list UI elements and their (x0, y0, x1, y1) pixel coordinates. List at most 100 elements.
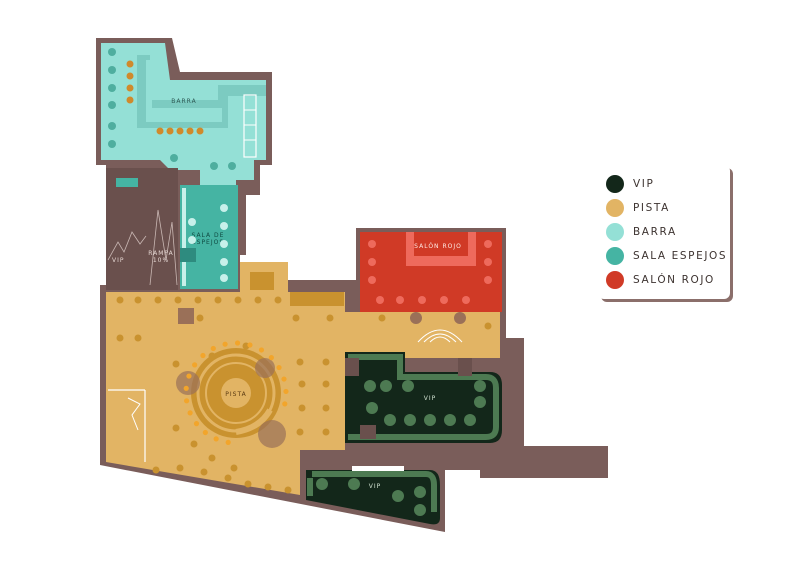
pista-table (208, 454, 216, 462)
pista-table (322, 380, 330, 388)
espejos-table (220, 222, 228, 230)
salon-rojo-table (410, 312, 422, 324)
pista-ring-seat (247, 342, 253, 348)
barra-stool (126, 84, 134, 92)
pista-table (230, 464, 238, 472)
pista-table (298, 380, 306, 388)
salon-rojo-seat (376, 296, 384, 304)
salon-rojo-seat (484, 276, 492, 284)
pista-table (190, 440, 198, 448)
pista-table (296, 428, 304, 436)
pista-table (134, 334, 142, 342)
pista-ring-seat (258, 347, 265, 353)
label-barra: BARRA (171, 98, 196, 105)
pista-table (322, 358, 330, 366)
pista-ring-seat (276, 364, 282, 371)
barra-table (108, 122, 116, 130)
espejos-table (188, 218, 196, 226)
label-vip-bottom: VIP (369, 483, 382, 490)
pista-table (322, 404, 330, 412)
seating (108, 48, 492, 516)
legend-swatch-vip (606, 175, 624, 193)
pista-ring-seat (184, 398, 190, 404)
barra-stool (176, 127, 184, 135)
pista-table (234, 296, 242, 304)
pista-table (214, 296, 222, 304)
pista-ring-seat (187, 410, 193, 416)
vip-bottom-seat (414, 486, 426, 498)
vip-bottom-seat (348, 478, 360, 490)
label-rampa-line2: 10% (153, 257, 169, 264)
legend-item-vip: VIP (606, 174, 654, 194)
vip-center-seat (402, 380, 414, 392)
pista-ring-seat (183, 385, 189, 391)
pista-table (484, 322, 492, 330)
pista-table (174, 296, 182, 304)
pista-table (274, 296, 282, 304)
salon-rojo-seat (484, 258, 492, 266)
salon-rojo-seat (440, 296, 448, 304)
pista-table (254, 296, 262, 304)
label-vip-left: VIP (112, 257, 125, 264)
pista-table (176, 464, 184, 472)
area-pista (106, 262, 500, 495)
legend-item-pista: PISTA (606, 198, 670, 218)
pista-ring-seat (210, 345, 216, 352)
salon-rojo-seat (484, 240, 492, 248)
salon-rojo-seat (462, 296, 470, 304)
label-sala-espejos-line1: SALA DE (192, 232, 225, 239)
pista-table (298, 404, 306, 412)
salon-rojo-seat (368, 258, 376, 266)
espejos-table (220, 240, 228, 248)
vip-center-seat (380, 380, 392, 392)
barra-table (210, 162, 218, 170)
barra-stool (166, 127, 174, 135)
pista-table (172, 360, 180, 368)
pista-table (116, 296, 124, 304)
pista-table (224, 474, 232, 482)
pista-dance-floor: PISTA (176, 348, 286, 448)
barra-stool (196, 127, 204, 135)
pista-table (284, 486, 292, 494)
salon-rojo-seat (418, 296, 426, 304)
area-sala-espejos: SALA DE ESPEJOS (180, 185, 238, 289)
pista-table (134, 296, 142, 304)
barra-stool (126, 96, 134, 104)
legend-label-pista: PISTA (633, 202, 670, 214)
vip-bottom-seat (414, 504, 426, 516)
pista-table (322, 428, 330, 436)
barra-table (108, 84, 116, 92)
label-sala-espejos-line2: ESPEJOS (192, 239, 224, 246)
espejos-table (220, 204, 228, 212)
pista-ring-seat (186, 373, 192, 379)
pista-table (116, 334, 124, 342)
vip-center-seat (474, 380, 486, 392)
pista-table (264, 483, 272, 491)
barra-stool (126, 72, 134, 80)
pista-table (154, 296, 162, 304)
vip-bottom-seat (316, 478, 328, 490)
pista-ring-seat (268, 355, 274, 361)
vip-center-seat (384, 414, 396, 426)
legend-swatch-sala-espejos (606, 247, 624, 265)
legend-swatch-barra (606, 223, 624, 241)
legend-item-sala-espejos: SALA ESPEJOS (606, 246, 727, 266)
legend-label-sala-espejos: SALA ESPEJOS (633, 250, 728, 262)
pista-table (196, 314, 204, 322)
legend-item-barra: BARRA (606, 222, 677, 242)
area-rampa: RAMPA 10% (148, 168, 178, 290)
pista-ring-seat (193, 421, 200, 427)
vip-center-seat (364, 380, 376, 392)
espejos-table (220, 274, 228, 282)
pista-table (208, 352, 216, 360)
pista-table (200, 468, 208, 476)
pista-table (194, 296, 202, 304)
barra-table (228, 162, 236, 170)
label-vip-center: VIP (424, 395, 437, 402)
legend-item-salon-rojo: SALÓN ROJO (606, 270, 715, 290)
legend-label-salon-rojo: SALÓN ROJO (633, 274, 715, 286)
pista-table (296, 358, 304, 366)
barra-table (108, 66, 116, 74)
pista-table (326, 314, 334, 322)
